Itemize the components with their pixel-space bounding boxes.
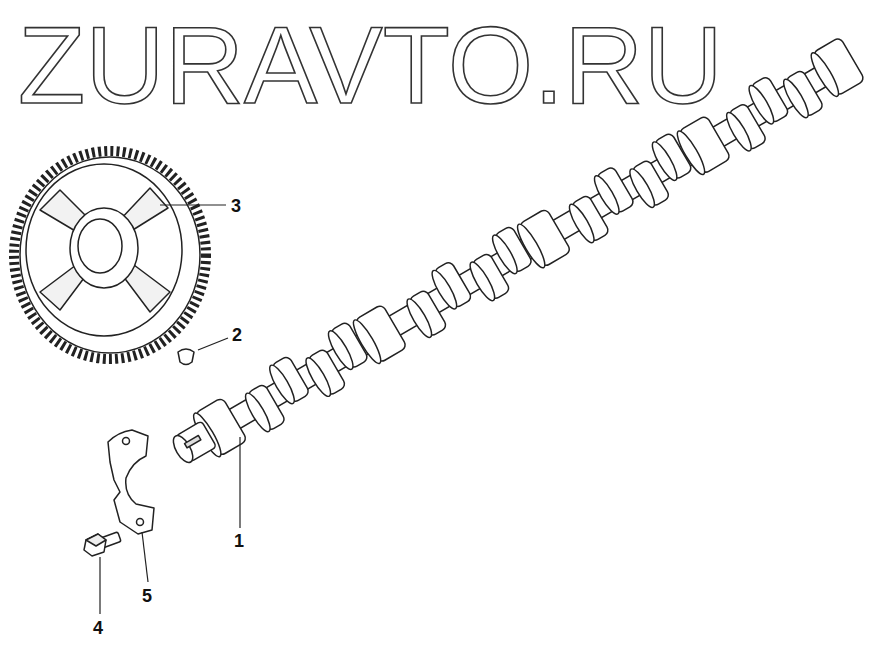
cam-lobe [403,289,448,340]
cam-lobe [565,194,610,245]
bolt [84,532,121,556]
watermark: ZURAVTO.RU [18,10,723,120]
callout-number: 1 [234,532,244,550]
callout-number: 2 [232,326,242,344]
woodruff-key [178,349,194,365]
cam-lobe [723,103,768,154]
callout-number: 3 [231,197,241,215]
cam-lobe [242,383,287,434]
cam-journal [807,37,865,99]
camshaft-gear [14,151,206,359]
cam-lobe [466,252,511,303]
leader-lines [100,205,240,614]
callout-number: 5 [142,587,152,605]
cam-nose-face [169,433,196,466]
keyway [185,435,201,447]
callout-number: 4 [93,619,103,637]
thrust-plate [108,430,154,534]
